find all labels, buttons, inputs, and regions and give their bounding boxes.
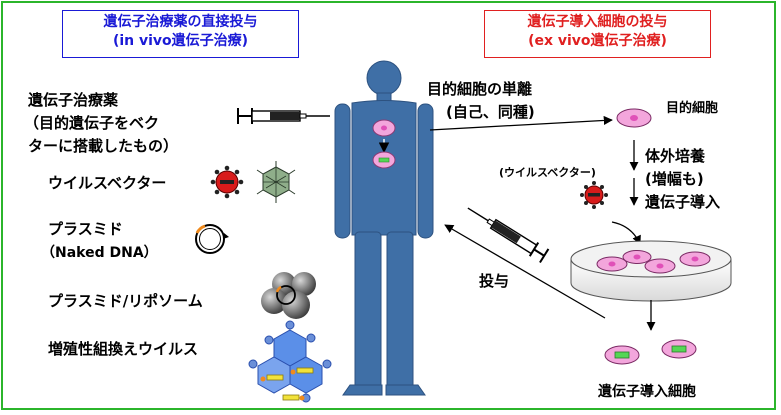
culture-label-line2: (増幅も) <box>645 170 704 188</box>
human-body-icon <box>334 60 434 396</box>
syringe-right-icon <box>467 207 550 264</box>
small-virus-vector-label: (ウイルスベクター) <box>499 166 596 179</box>
naked-dna-label: （Naked DNA） <box>41 245 158 261</box>
transduced-cells-icon <box>604 339 697 365</box>
small-virus-vector-icon <box>580 181 608 209</box>
in-vivo-subtitle: (in vivo遺伝子治療) <box>112 33 249 49</box>
replicating-virus-label: 増殖性組換えウイルス <box>48 340 199 358</box>
plasmid-icon <box>195 224 229 254</box>
ex-vivo-title: 遺伝子導入細胞の投与 <box>527 14 668 30</box>
ex-vivo-subtitle: (ex vivo遺伝子治療) <box>528 33 667 49</box>
transduced-cells-label: 遺伝子導入細胞 <box>598 384 696 400</box>
administration-arrow <box>444 224 606 319</box>
body-cells-icon <box>372 119 396 169</box>
syringe-icon <box>237 108 330 124</box>
isolation-arrow <box>429 115 613 131</box>
drug-label-line1: 遺伝子治療薬 <box>28 91 119 109</box>
liposome-icon <box>261 272 316 319</box>
plasmid-label: プラスミド <box>48 220 123 238</box>
plasmid-liposome-label: プラスミド/リポソーム <box>48 292 203 310</box>
drug-label-line3: ターに搭載したもの） <box>28 137 179 155</box>
culture-dish-icon <box>570 240 732 302</box>
isolation-label-line2: (自己、同種) <box>446 103 535 121</box>
administration-label: 投与 <box>479 272 510 290</box>
in-vivo-title: 遺伝子治療薬の直接投与 <box>103 14 258 30</box>
drug-label-line2: （目的遺伝子をベク <box>24 114 160 132</box>
into-dish-arrow <box>611 221 641 245</box>
target-cell-icon <box>616 108 652 128</box>
adenovirus-icon <box>256 161 296 203</box>
isolation-label-line1: 目的細胞の単離 <box>427 80 533 98</box>
gene-transfer-label: 遺伝子導入 <box>645 193 721 211</box>
virus-vector-label: ウイルスベクター <box>48 174 167 192</box>
virus-vector-icon <box>210 165 244 199</box>
in-vivo-title-box: 遺伝子治療薬の直接投与 (in vivo遺伝子治療) <box>62 10 299 58</box>
target-cell-label: 目的細胞 <box>666 101 719 116</box>
recombinant-virus-icon <box>248 320 332 403</box>
ex-vivo-title-box: 遺伝子導入細胞の投与 (ex vivo遺伝子治療) <box>484 10 711 58</box>
culture-label-line1: 体外培養 <box>645 147 706 165</box>
